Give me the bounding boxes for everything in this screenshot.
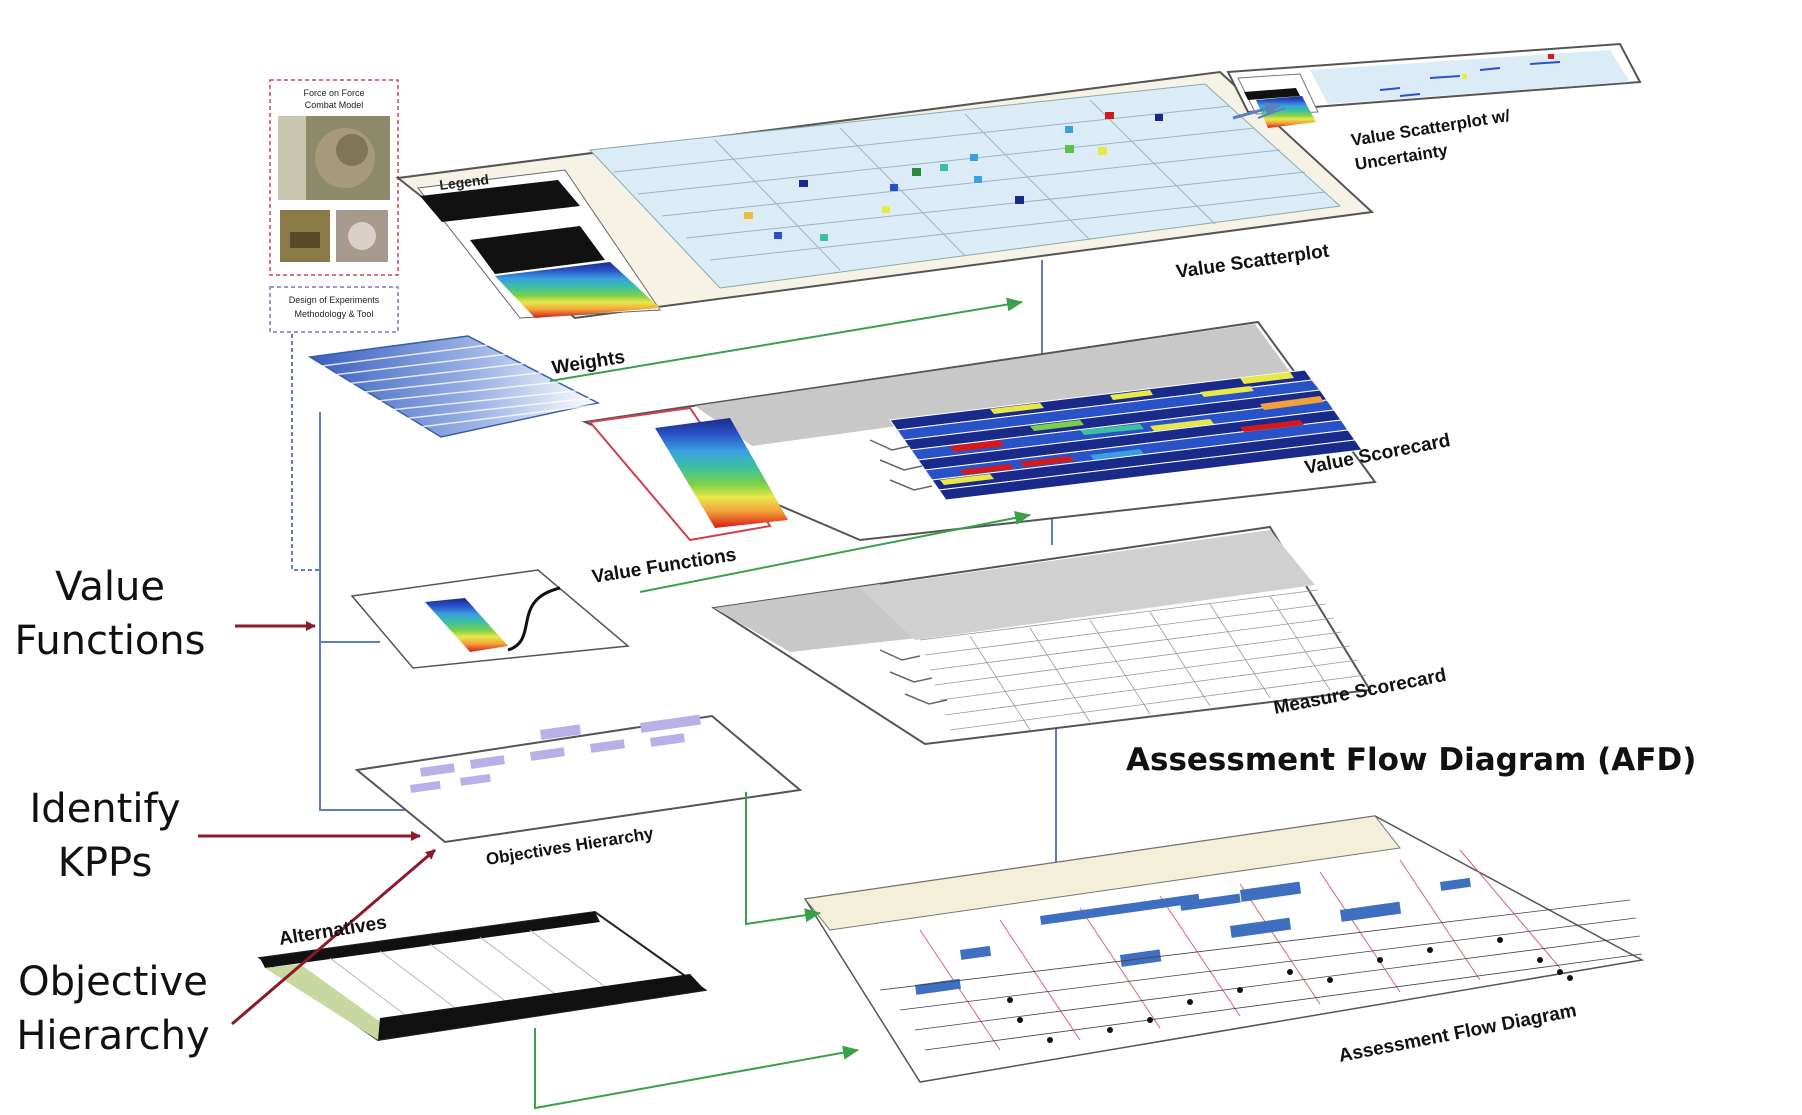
identify-kpps-line-2: KPPs: [57, 840, 153, 886]
legend-title: Legend: [438, 171, 489, 193]
flow-arrows: [534, 297, 1031, 1110]
objectives-hierarchy-panel: [354, 714, 803, 844]
objective-hierarchy-label: Objective Hierarchy: [8, 955, 218, 1063]
combat-model-card: Force on Force Combat Model: [269, 79, 399, 276]
identify-kpps-label: Identify KPPs: [10, 782, 200, 890]
value-functions-panel: [350, 569, 630, 669]
doe-title-1: Design of Experiments: [289, 295, 380, 305]
objective-hierarchy-line-2: Hierarchy: [16, 1013, 210, 1059]
annotation-arrows: [198, 621, 436, 1026]
doe-title-2: Methodology & Tool: [295, 309, 374, 319]
scatter-points: [744, 112, 1163, 241]
alternatives-panel: [257, 910, 708, 1042]
value-functions-line-1: Value: [55, 564, 165, 610]
doe-tool-card: Design of Experiments Methodology & Tool: [269, 286, 399, 333]
combat-model-title-1: Force on Force: [303, 88, 364, 98]
value-functions-line-2: Functions: [14, 618, 206, 664]
connector-lines: [291, 260, 1057, 870]
value-scatterplot-panel: Legend: [395, 70, 1375, 320]
label-value-scatterplot: Value Scatterplot: [1175, 241, 1331, 283]
uncertainty-scatterplot-panel: [1226, 42, 1642, 128]
value-scorecard-panel: [581, 320, 1377, 542]
label-value-functions: Value Functions: [590, 544, 737, 588]
combat-model-title-2: Combat Model: [305, 100, 364, 110]
value-functions-label: Value Functions: [10, 560, 210, 668]
measure-scorecard-panel: [711, 525, 1372, 746]
objective-hierarchy-line-1: Objective: [18, 959, 208, 1005]
afd-title: Assessment Flow Diagram (AFD): [1126, 742, 1697, 778]
weights-panel: [307, 335, 601, 438]
label-assessment-flow: Assessment Flow Diagram: [1337, 1000, 1578, 1067]
assessment-flow-panel: [803, 815, 1645, 1083]
identify-kpps-line-1: Identify: [29, 786, 181, 832]
